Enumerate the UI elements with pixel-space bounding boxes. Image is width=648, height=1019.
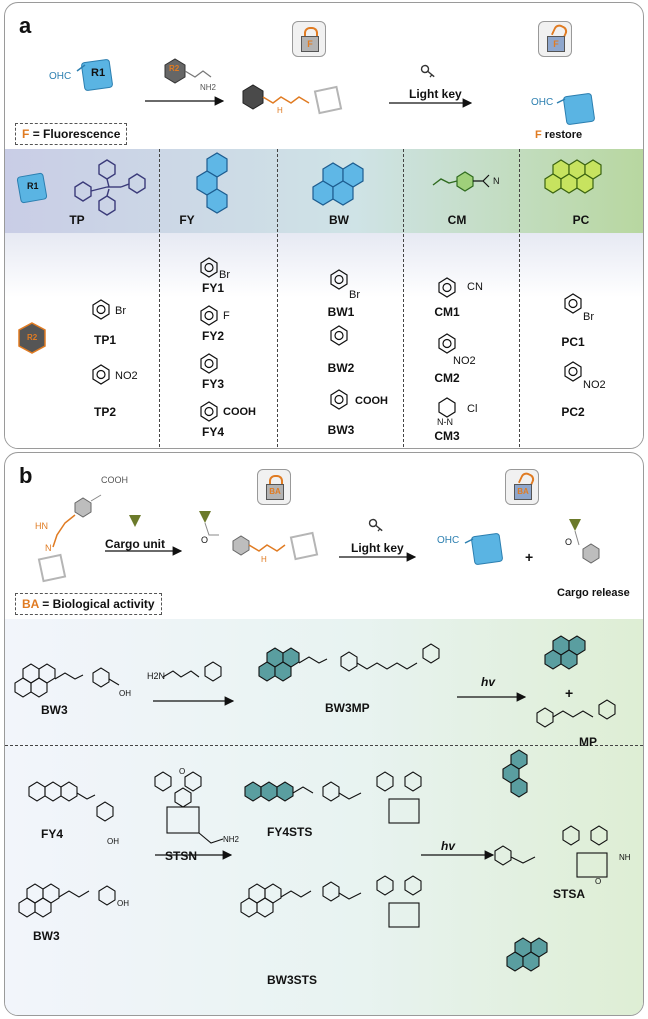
fy4sts-label: FY4STS	[267, 825, 313, 839]
pc2-sub: NO2	[583, 379, 606, 391]
oh-label-2: OH	[107, 837, 119, 846]
r2-band	[5, 233, 643, 448]
panel-a: a OHC R1 R2 NH2 H Light key OHC F F	[4, 2, 644, 449]
ba-lock-icon: BA	[257, 469, 291, 505]
cm2-sub: NO2	[453, 355, 476, 367]
oh-label-3: OH	[117, 899, 129, 908]
fluorescence-legend: F = Fluorescence	[15, 123, 128, 145]
bw1-sub: Br	[349, 289, 360, 301]
panel-a-scheme	[76, 58, 595, 125]
stsn-o: O	[179, 767, 186, 776]
nh2-label: NH2	[200, 83, 217, 92]
bw3sts-label: BW3STS	[267, 973, 318, 987]
panel-b-scheme	[37, 494, 600, 583]
tp2-name: TP2	[93, 405, 117, 419]
cargo-o: O	[565, 537, 573, 547]
cm1-sub: CN	[467, 281, 483, 293]
panel-b: b COOH HN N Cargo unit O	[4, 452, 644, 1016]
restore-label: F restore	[535, 129, 583, 141]
sts-scheme	[18, 749, 608, 972]
fy2-name: FY2	[201, 329, 225, 343]
bw3-label-2: BW3	[33, 929, 60, 943]
r1-icon-label: R1	[27, 181, 39, 191]
n-label: N	[45, 543, 52, 553]
hv-label-2: hv	[441, 839, 456, 853]
cargo-unit-label: Cargo unit	[105, 537, 165, 551]
hv-label-1: hv	[481, 675, 496, 689]
panel-b-label: b	[19, 463, 33, 488]
r1-label: R1	[91, 67, 106, 79]
fy3-name: FY3	[201, 377, 225, 391]
r2-icon	[18, 322, 46, 354]
biological-activity-legend: BA = Biological activity	[15, 593, 162, 615]
pc2-name: PC2	[561, 405, 585, 419]
bw3-label-1: BW3	[41, 703, 68, 717]
ba-unlock-icon: BA	[505, 469, 539, 505]
r2-label: R2	[169, 64, 180, 73]
fy1-sub: Br	[219, 269, 230, 281]
fy2-sub: F	[223, 310, 230, 322]
fy1-name: FY1	[201, 281, 225, 295]
tp2-sub: NO2	[115, 370, 138, 382]
r2-icon-label: R2	[27, 333, 38, 342]
hydrazone-h-b: H	[261, 555, 267, 564]
r1-structures	[16, 152, 602, 216]
cm3-name: CM3	[434, 429, 460, 443]
acid-label: COOH	[101, 475, 128, 485]
cm1-name: CM1	[434, 305, 460, 319]
cm3-sub: Cl	[467, 403, 478, 415]
bw1-name: BW1	[327, 305, 355, 319]
cm2-name: CM2	[434, 371, 460, 385]
hydrazone-h: H	[277, 106, 283, 115]
r2-structures	[92, 257, 582, 422]
bw3mp-label: BW3MP	[325, 701, 370, 715]
bw3-sub: COOH	[355, 395, 388, 407]
pc1-sub: Br	[583, 311, 594, 323]
r1-group-tp: TP	[69, 213, 85, 227]
bw3-name: BW3	[327, 423, 355, 437]
cargo-release-label: Cargo release	[557, 587, 630, 599]
plus-sign-2: +	[565, 685, 574, 701]
lock-icon: F	[292, 21, 326, 57]
cm-n-label: N	[493, 176, 500, 186]
bw3mp-scheme	[14, 635, 616, 728]
released-aldehyde-label: OHC	[437, 535, 460, 546]
cm3-nn: N-N	[437, 417, 453, 427]
fy4-name: FY4	[201, 425, 225, 439]
restored-aldehyde-label: OHC	[531, 97, 554, 108]
stsn-nh2: NH2	[223, 835, 240, 844]
r1-group-fy: FY	[179, 213, 195, 227]
pc1-name: PC1	[561, 335, 585, 349]
fy4-label: FY4	[41, 827, 64, 841]
amine-label: H2N	[147, 671, 166, 681]
r1-group-cm: CM	[447, 213, 467, 227]
fy4-sub: COOH	[223, 406, 256, 418]
hn-label: HN	[35, 521, 48, 531]
stsa-label: STSA	[553, 887, 586, 901]
oh-label-1: OH	[119, 689, 131, 698]
unlock-icon: F	[538, 21, 572, 57]
r1-group-bw: BW	[329, 213, 349, 227]
mp-label: MP	[579, 735, 597, 749]
stsa-o: O	[595, 877, 602, 886]
tp1-name: TP1	[93, 333, 117, 347]
panel-a-label: a	[19, 13, 32, 38]
plus-sign: +	[525, 549, 534, 565]
tp1-sub: Br	[115, 305, 126, 317]
stsa-nh: NH	[619, 853, 631, 862]
stsn-label: STSN	[165, 849, 198, 863]
light-key-label: Light key	[409, 87, 462, 101]
light-key-label-b: Light key	[351, 541, 404, 555]
r1-group-pc: PC	[572, 213, 590, 227]
carbonyl-o: O	[201, 535, 209, 545]
aldehyde-label: OHC	[49, 71, 72, 82]
bw2-name: BW2	[327, 361, 355, 375]
